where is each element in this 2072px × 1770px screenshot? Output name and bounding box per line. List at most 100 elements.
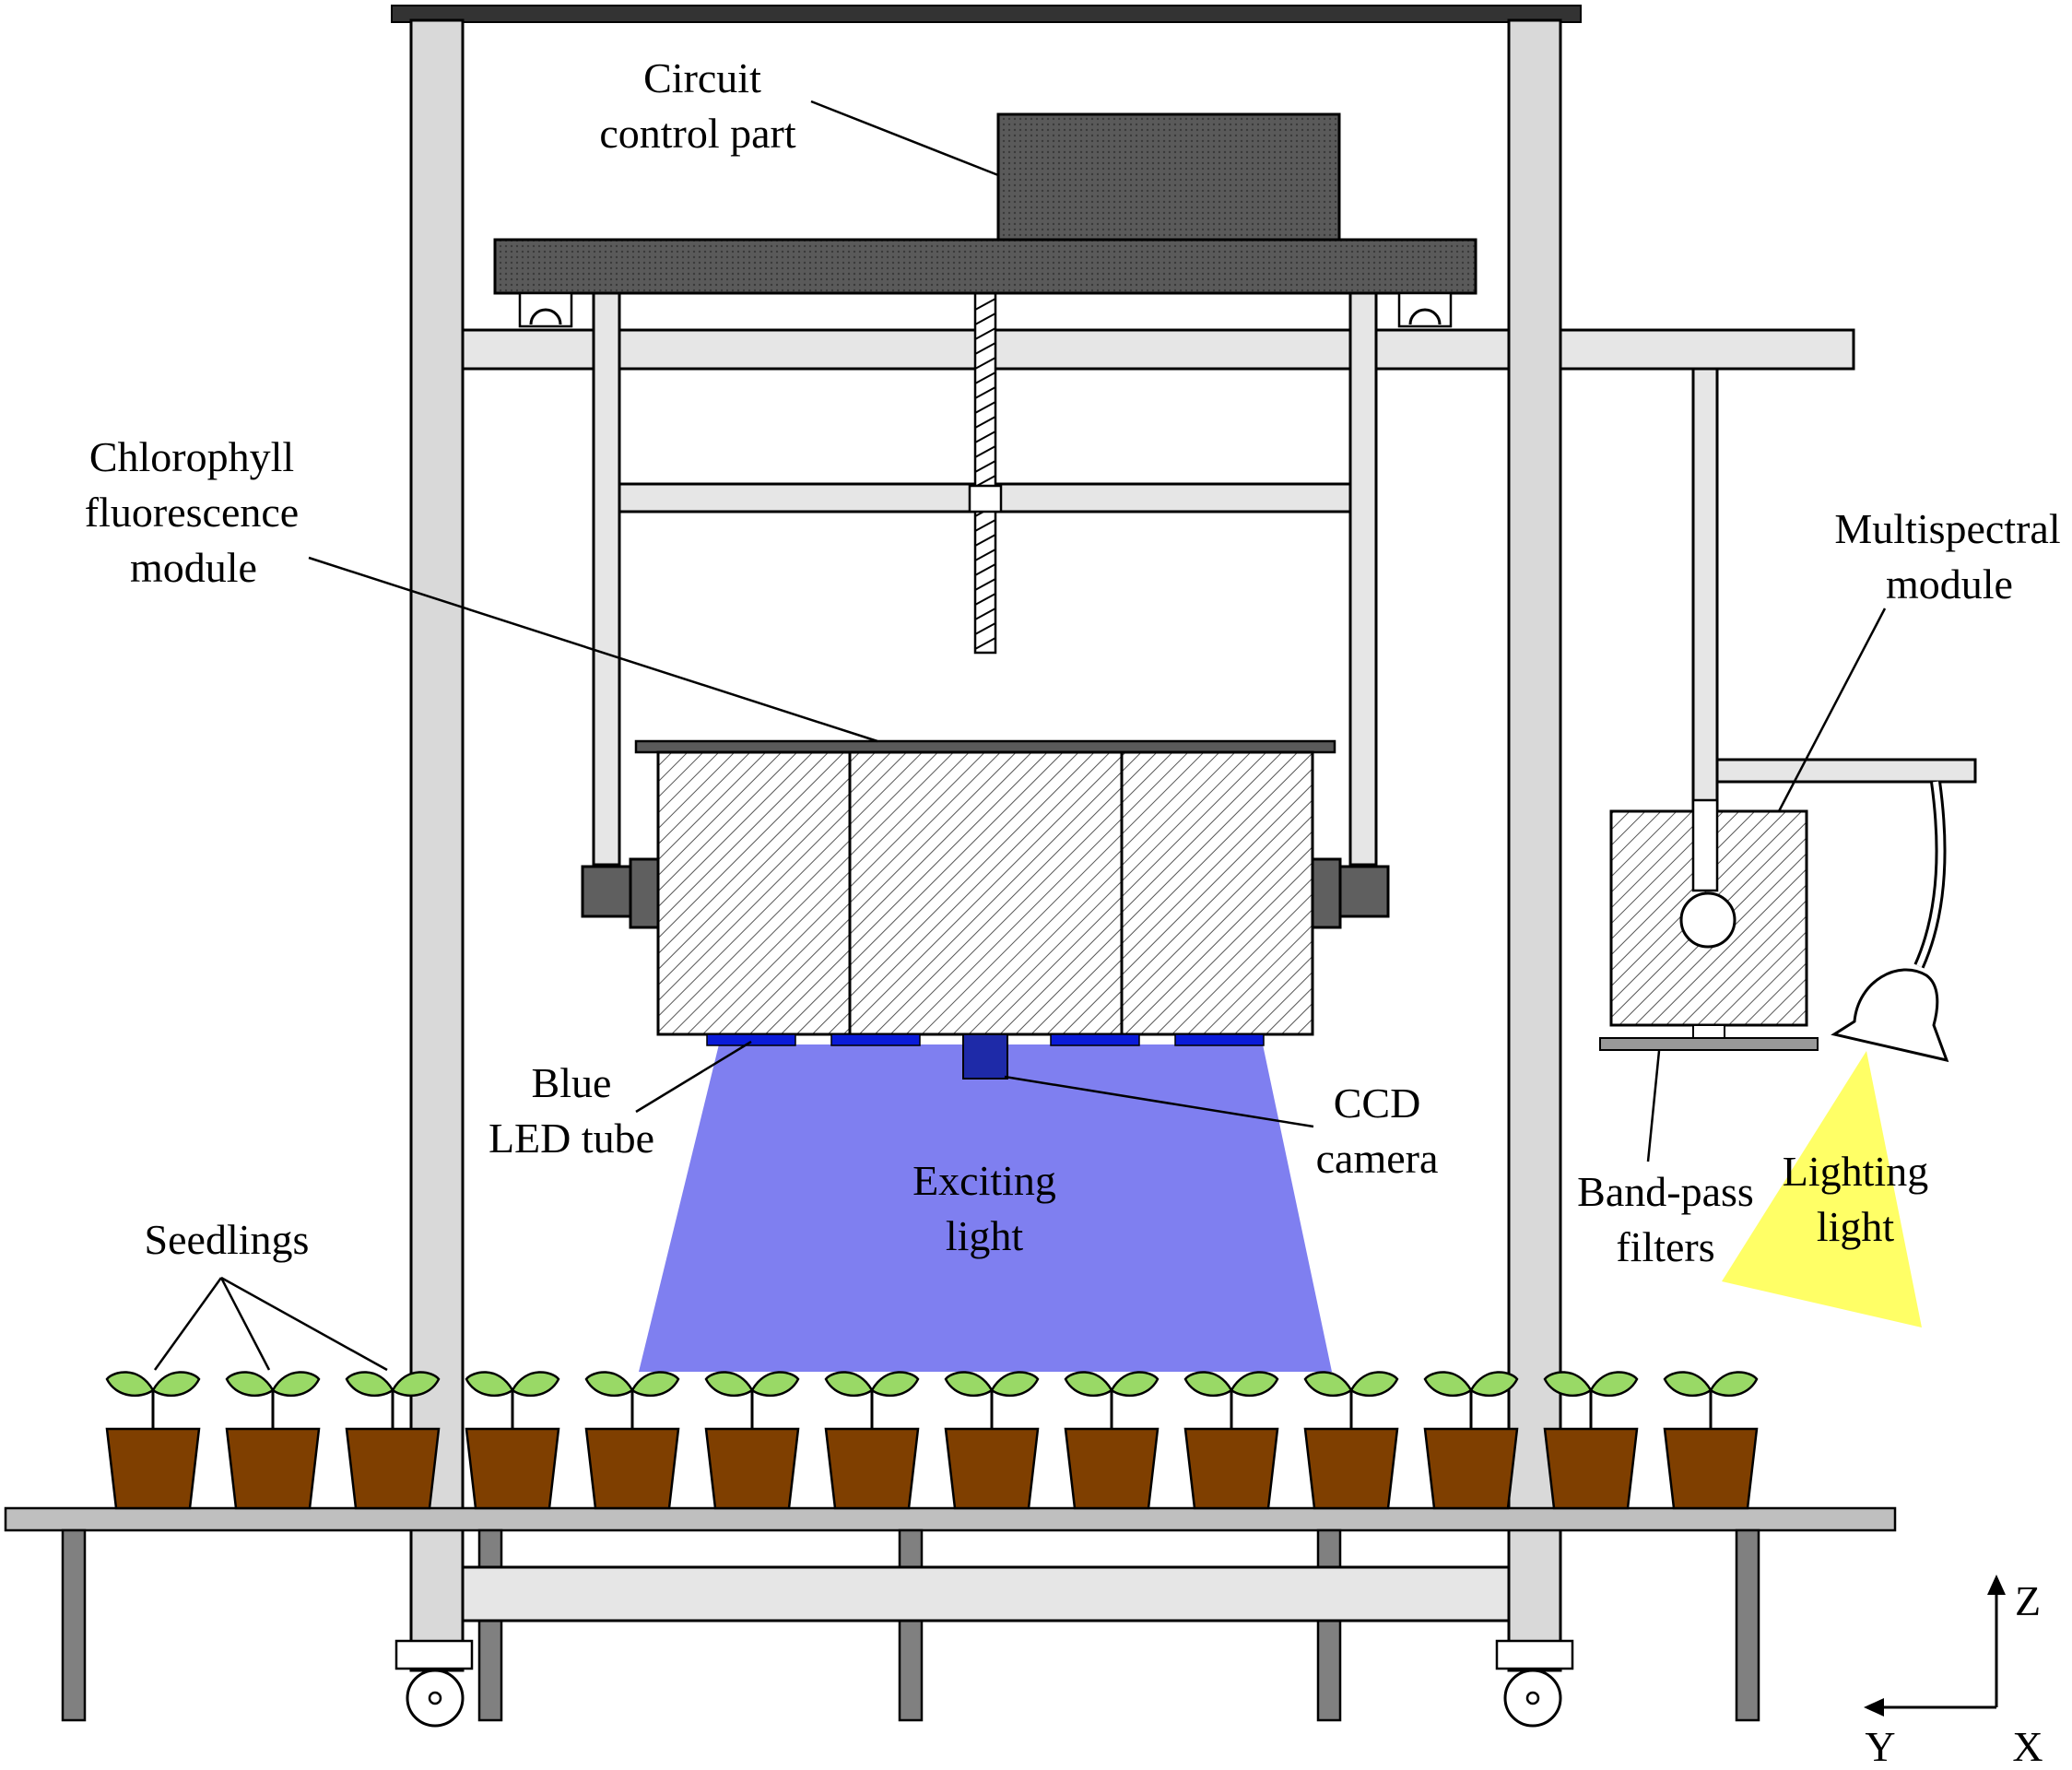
axis-label-z: Z <box>2015 1577 2041 1624</box>
axis-indicator <box>1864 1575 2006 1717</box>
leaf-icon <box>750 1371 800 1398</box>
left-post <box>409 18 465 1672</box>
label-exciting-1: Exciting <box>912 1157 1056 1204</box>
chlorophyll-module-body <box>656 750 1314 1036</box>
leaf-icon <box>1663 1371 1713 1398</box>
clamp-right-inner <box>1311 857 1342 929</box>
pot <box>465 1427 560 1510</box>
moving-plate <box>493 238 1477 295</box>
label-ccd-2: camera <box>1316 1135 1439 1182</box>
seedling-row <box>105 1371 1759 1510</box>
seedling-5 <box>584 1371 680 1510</box>
leaf-icon <box>1543 1371 1593 1398</box>
label-circuit-2: control part <box>599 110 796 157</box>
exciting-light-beam <box>639 1044 1332 1372</box>
leaf-icon <box>391 1371 441 1398</box>
label-exciting-2: light <box>946 1212 1024 1259</box>
label-blue-2: LED tube <box>489 1115 654 1162</box>
leaf-icon <box>704 1371 754 1398</box>
leaf-icon <box>1423 1371 1473 1398</box>
label-multi-2: module <box>1886 560 2013 608</box>
pot <box>704 1427 800 1510</box>
label-multi-1: Multispectral <box>1834 505 2060 552</box>
leaf-icon <box>465 1371 514 1398</box>
label-chloro-3: module <box>130 544 257 591</box>
lens-icon <box>1679 891 1736 949</box>
seedling-8 <box>944 1371 1040 1510</box>
pot <box>1064 1427 1160 1510</box>
seedling-11 <box>1303 1371 1399 1510</box>
label-ccd-1: CCD <box>1334 1080 1421 1127</box>
leaf-icon <box>225 1371 275 1398</box>
pot <box>1183 1427 1279 1510</box>
leaf-icon <box>824 1371 874 1398</box>
pot <box>1663 1427 1759 1510</box>
seedling-14 <box>1663 1371 1759 1510</box>
pot <box>345 1427 441 1510</box>
seedling-12 <box>1423 1371 1519 1510</box>
leaf-icon <box>630 1371 680 1398</box>
right-post <box>1507 18 1562 1672</box>
pot <box>1423 1427 1519 1510</box>
leaf-icon <box>944 1371 994 1398</box>
axis-label-y: Y <box>1865 1723 1895 1770</box>
circuit-control-box <box>996 112 1341 242</box>
top-bar <box>391 5 1582 23</box>
table-leg-1 <box>61 1528 87 1722</box>
seedling-2 <box>225 1371 321 1510</box>
roller-left <box>518 291 573 328</box>
ccd-camera <box>962 1033 1008 1080</box>
led-tube-2 <box>830 1033 921 1046</box>
table-leg-4 <box>1316 1528 1342 1722</box>
seedling-1 <box>105 1371 201 1510</box>
table-leg-3 <box>898 1528 924 1722</box>
lower-beam <box>461 1565 1511 1622</box>
table-leg-5 <box>1735 1528 1760 1722</box>
lamp-icon <box>1831 968 1949 1063</box>
leaf-icon <box>1469 1371 1519 1398</box>
seedling-6 <box>704 1371 800 1510</box>
label-chloro-1: Chlorophyll <box>89 433 294 480</box>
label-lighting-2: light <box>1817 1203 1895 1250</box>
clamp-left-outer <box>581 865 632 918</box>
caster-left <box>394 1639 474 1728</box>
table-leg-2 <box>477 1528 503 1722</box>
seedling-13 <box>1543 1371 1639 1510</box>
seedling-3 <box>345 1371 441 1510</box>
pot <box>944 1427 1040 1510</box>
leaf-icon <box>271 1371 321 1398</box>
label-chloro-2: fluorescence <box>85 489 299 536</box>
leaf-icon <box>1589 1371 1639 1398</box>
seedling-4 <box>465 1371 560 1510</box>
pot <box>105 1427 201 1510</box>
led-tube-4 <box>1174 1033 1265 1046</box>
axis-label-x: X <box>2012 1723 2043 1770</box>
pot <box>225 1427 321 1510</box>
lighting-light-beam <box>1722 1051 1922 1328</box>
lead-screw <box>968 291 1003 655</box>
clamp-left-inner <box>629 857 660 929</box>
leaf-icon <box>1303 1371 1353 1398</box>
band-pass-filters <box>1599 1037 1819 1051</box>
leaf-icon <box>870 1371 920 1398</box>
roller-right <box>1397 291 1453 328</box>
caster-right <box>1495 1639 1574 1728</box>
leaf-icon <box>1064 1371 1113 1398</box>
leaf-icon <box>1349 1371 1399 1398</box>
leaf-icon <box>1230 1371 1279 1398</box>
seedling-10 <box>1183 1371 1279 1510</box>
pot <box>1303 1427 1399 1510</box>
label-lighting-1: Lighting <box>1783 1148 1928 1195</box>
pot <box>1543 1427 1639 1510</box>
leaf-icon <box>990 1371 1040 1398</box>
led-tube-3 <box>1050 1033 1140 1046</box>
label-blue-1: Blue <box>532 1059 612 1106</box>
label-circuit-1: Circuit <box>643 54 761 101</box>
label-bandpass-2: filters <box>1616 1223 1714 1270</box>
inner-post-right <box>1348 291 1378 867</box>
leaf-icon <box>584 1371 634 1398</box>
leaf-icon <box>345 1371 394 1398</box>
leaf-icon <box>511 1371 560 1398</box>
leaf-icon <box>151 1371 201 1398</box>
